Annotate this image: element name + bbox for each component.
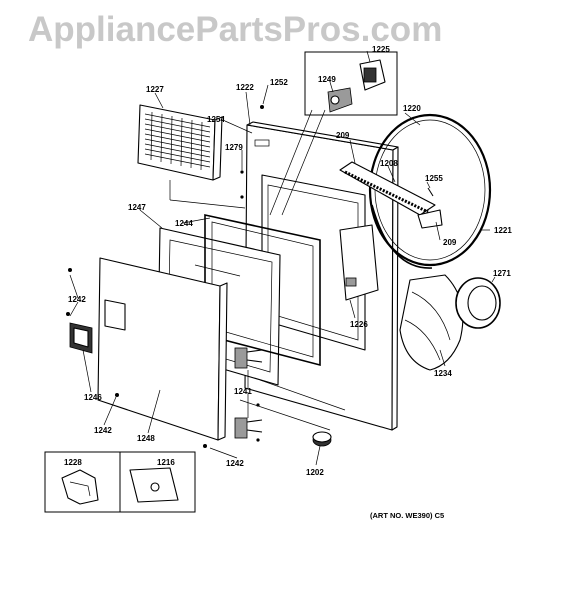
label-1244: 1244 <box>175 219 193 228</box>
actuator-1249 <box>327 87 353 113</box>
label-209-upper: 209 <box>336 131 350 140</box>
label-1242-bottom: 1242 <box>94 426 112 435</box>
label-1254: 1254 <box>207 115 225 124</box>
label-209-lower: 209 <box>443 238 457 247</box>
leader-lines <box>69 50 496 466</box>
label-1242-left: 1242 <box>68 295 86 304</box>
door-outer-1248 <box>97 257 228 441</box>
label-1202: 1202 <box>306 468 324 477</box>
label-1241: 1241 <box>234 387 252 396</box>
label-1271: 1271 <box>493 269 511 278</box>
label-1252: 1252 <box>270 78 288 87</box>
seal-1271 <box>455 277 501 329</box>
part-labels: 1225 1249 1252 1222 1227 1254 1279 209 1… <box>64 45 512 520</box>
label-1242-hinge: 1242 <box>226 459 244 468</box>
label-1221: 1221 <box>494 226 512 235</box>
label-1246: 1246 <box>84 393 102 402</box>
door-handle-recess <box>104 299 126 331</box>
label-1226: 1226 <box>350 320 368 329</box>
label-1216: 1216 <box>157 458 175 467</box>
hinge-upper-1241 <box>234 347 263 369</box>
label-1227: 1227 <box>146 85 164 94</box>
label-1279: 1279 <box>225 143 243 152</box>
grille-1227 <box>137 104 223 181</box>
label-1234: 1234 <box>434 369 452 378</box>
label-1222: 1222 <box>236 83 254 92</box>
bracket-1226 <box>339 224 379 301</box>
hinge-lower-1241 <box>234 417 263 439</box>
handle-1246 <box>69 322 93 354</box>
screws <box>66 105 434 448</box>
watermark: AppliancePartsPros.com <box>28 10 443 49</box>
label-1255: 1255 <box>425 174 443 183</box>
label-1249: 1249 <box>318 75 336 84</box>
inset-box-1225 <box>304 51 398 116</box>
art-number: (ART NO. WE390) C5 <box>370 511 444 520</box>
front-panel-1222 <box>244 121 399 431</box>
label-1208: 1208 <box>380 159 398 168</box>
clip-1216 <box>129 467 179 503</box>
duct-1234 <box>399 274 464 371</box>
panel-slot <box>254 139 270 147</box>
label-1228: 1228 <box>64 458 82 467</box>
label-1220: 1220 <box>403 104 421 113</box>
foot-1202 <box>312 431 332 447</box>
label-1247: 1247 <box>128 203 146 212</box>
label-1225: 1225 <box>372 45 390 54</box>
switch-1225 <box>359 59 386 91</box>
bracket-tab <box>345 277 357 287</box>
clip-1228 <box>61 469 99 505</box>
label-1248: 1248 <box>137 434 155 443</box>
